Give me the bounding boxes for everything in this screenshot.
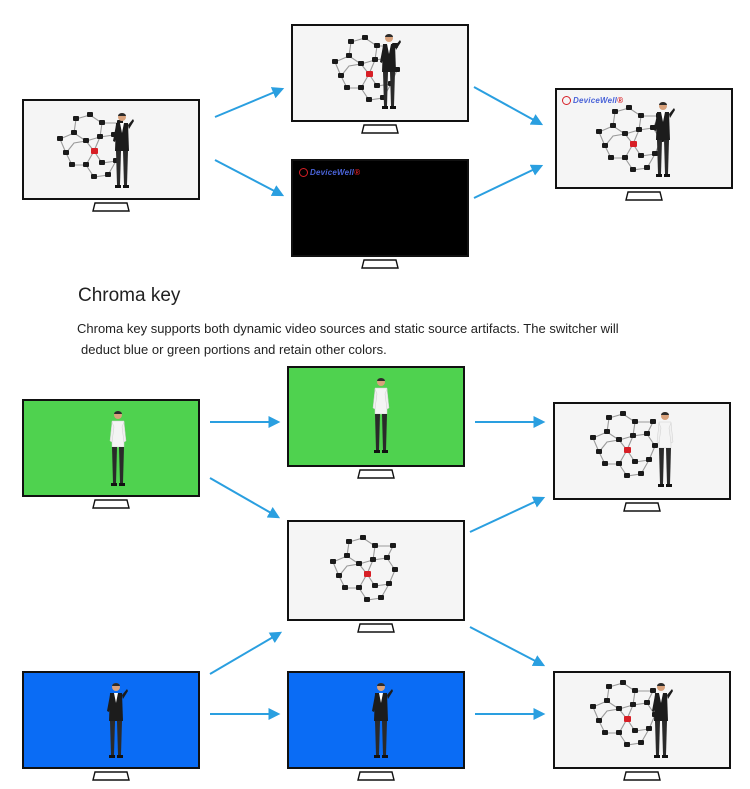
logo-mark-icon [562, 96, 571, 106]
tv-stand [357, 771, 395, 781]
tv-screen [22, 671, 200, 769]
arrow-green-source-to-background [209, 477, 281, 519]
tv-screen [287, 366, 465, 467]
arrow-top-source-to-logo [214, 159, 285, 197]
tv-screen: DeviceWell® [291, 159, 469, 257]
tv-logo-black-top: DeviceWell® [291, 159, 469, 269]
tv-screen: DeviceWell® [555, 88, 733, 189]
tv-stand [357, 469, 395, 479]
tv-stand [92, 771, 130, 781]
tv-screen [291, 24, 469, 122]
tv-screen [287, 520, 465, 621]
arrow-top-fill-to-result [473, 86, 544, 126]
tv-result-green [553, 402, 731, 512]
tv-screen [22, 399, 200, 497]
arrow-top-source-to-fill [214, 87, 285, 118]
devicewell-logo: DeviceWell® [299, 168, 360, 178]
section-heading: Chroma key [78, 285, 181, 306]
tv-screen [553, 671, 731, 769]
tv-stand [623, 502, 661, 512]
description-line-2: deduct blue or green portions and retain… [81, 342, 387, 357]
arrow-background-to-green-result [469, 496, 546, 533]
tv-stand [623, 771, 661, 781]
tv-result-blue [553, 671, 731, 781]
tv-stand [92, 202, 130, 212]
tv-source-scene-top [22, 99, 200, 212]
tv-stand [92, 499, 130, 509]
tv-stand [361, 259, 399, 269]
description-line-1: Chroma key supports both dynamic video s… [77, 321, 619, 336]
tv-green-source [22, 399, 200, 509]
logo-mark-icon [299, 168, 308, 178]
tv-blue-source [22, 671, 200, 781]
tv-screen [553, 402, 731, 500]
devicewell-logo: DeviceWell® [562, 96, 623, 106]
tv-screen [22, 99, 200, 200]
section-description: Chroma key supports both dynamic video s… [77, 318, 657, 360]
arrow-top-logo-to-result [473, 164, 544, 199]
tv-stand [361, 124, 399, 134]
tv-green-keyed [287, 366, 465, 479]
tv-screen [287, 671, 465, 769]
arrow-background-to-blue-result [469, 626, 546, 667]
tv-stand [357, 623, 395, 633]
tv-blue-keyed [287, 671, 465, 781]
tv-background-molecule [287, 520, 465, 633]
arrow-blue-source-to-background [209, 631, 283, 675]
tv-result-logo-top: DeviceWell® [555, 88, 733, 201]
tv-key-fill-top [291, 24, 469, 134]
tv-stand [625, 191, 663, 201]
